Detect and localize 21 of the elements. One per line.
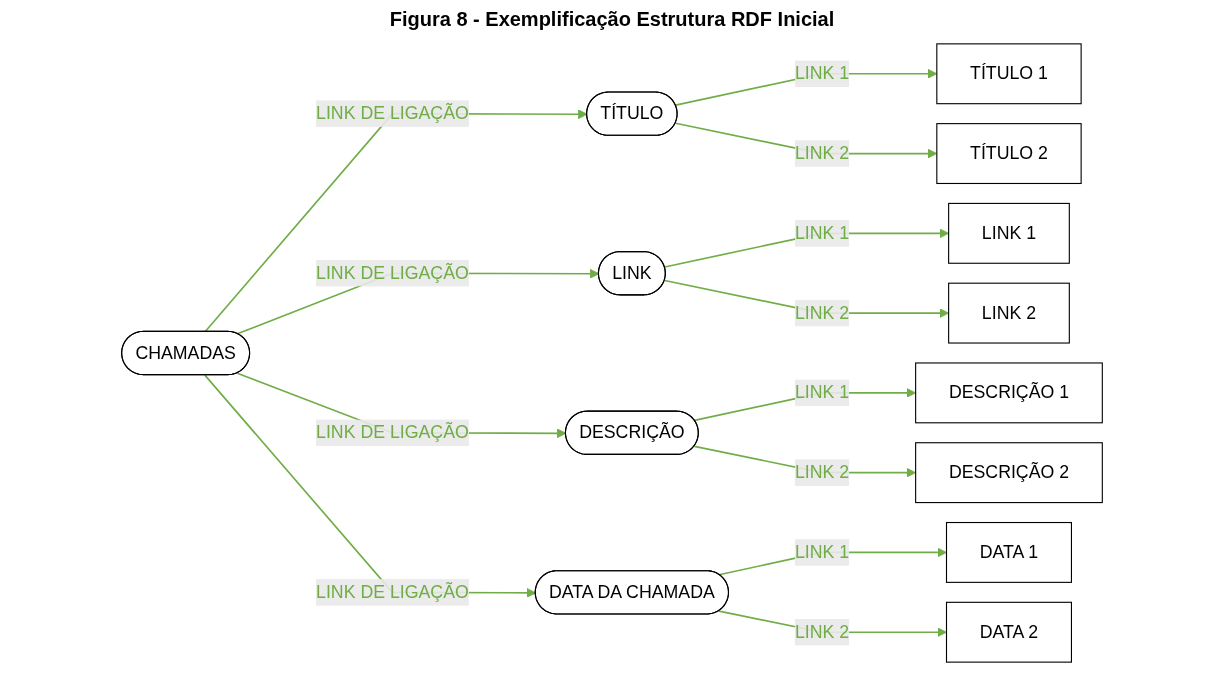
edge-label: LINK 1 (794, 382, 850, 402)
node-box: TÍTULO 1 (936, 43, 1082, 105)
edge-label: LINK 2 (794, 303, 850, 322)
edge-label: LINK 2 (794, 622, 850, 642)
node-box: DATA 1 (945, 521, 1072, 583)
node-box: TÍTULO 2 (936, 123, 1082, 185)
edge-label: LINK DE LIGAÇÃO (316, 582, 469, 602)
node-box: DESCRIÇÃO 1 (915, 362, 1103, 424)
edge-label: LINK 1 (794, 223, 850, 243)
edge-label: LINK 2 (794, 462, 850, 482)
edge-label: LINK 1 (794, 63, 850, 83)
edge-label: LINK DE LIGAÇÃO (316, 103, 469, 123)
edge-label: LINK 2 (794, 143, 850, 163)
edge-label: LINK 1 (794, 542, 850, 562)
node-box: LINK 2 (948, 282, 1070, 344)
node-box: LINK 1 (948, 202, 1070, 264)
edge-label: LINK DE LIGAÇÃO (316, 422, 469, 442)
figure-title: Figura 8 - Exemplificação Estrutura RDF Inicial (388, 8, 836, 31)
node-box: DATA 2 (945, 601, 1072, 663)
edge-label: LINK DE LIGAÇÃO (316, 263, 469, 283)
node-box: DESCRIÇÃO 2 (915, 442, 1103, 504)
